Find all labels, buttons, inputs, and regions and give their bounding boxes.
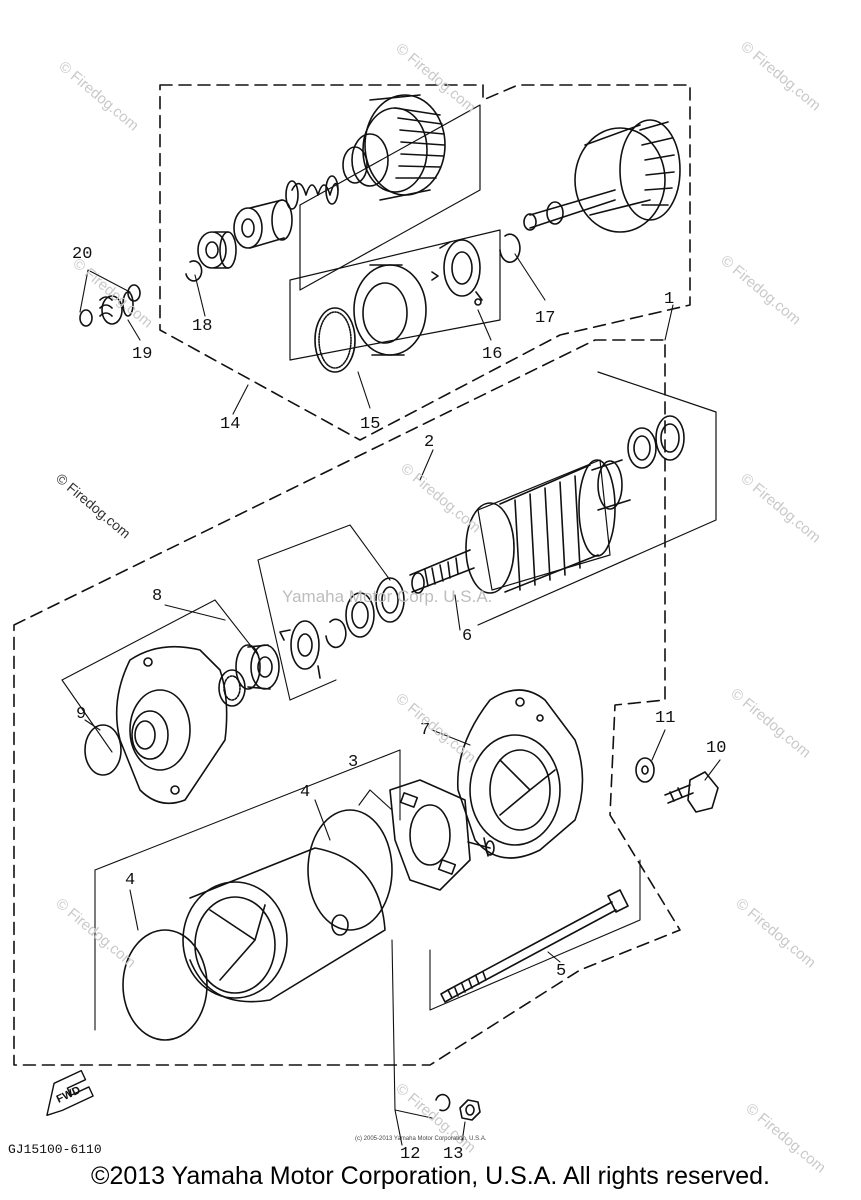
firedog-stamp: © Firedog.com bbox=[53, 470, 134, 541]
callout-6: 6 bbox=[462, 627, 472, 646]
callout-20: 20 bbox=[72, 245, 92, 264]
watermark-firedog: © Firedog.com bbox=[737, 470, 823, 546]
washer-top-b bbox=[655, 415, 685, 461]
watermark-firedog: © Firedog.com bbox=[392, 690, 478, 766]
group-frame-upper bbox=[299, 104, 481, 291]
callout-15: 15 bbox=[360, 415, 380, 434]
fine-print: (c) 2005-2013 Yamaha Motor Corporation, … bbox=[355, 1136, 487, 1142]
callout-9: 9 bbox=[76, 705, 86, 724]
front-cover bbox=[115, 645, 228, 805]
circlip-18 bbox=[185, 260, 203, 282]
internal-gear bbox=[353, 264, 427, 356]
bearing bbox=[218, 644, 280, 707]
group-frame-upper2 bbox=[289, 229, 501, 361]
watermark-firedog: © Firedog.com bbox=[732, 895, 818, 971]
washer-top-a bbox=[627, 427, 657, 469]
o-ring-9 bbox=[84, 724, 122, 776]
copyright-notice: ©2013 Yamaha Motor Corporation, U.S.A. A… bbox=[91, 1162, 770, 1190]
callout-12: 12 bbox=[400, 1145, 420, 1164]
washer-11 bbox=[635, 757, 655, 783]
callout-19: 19 bbox=[132, 345, 152, 364]
group-frame-armature bbox=[477, 371, 717, 626]
spring bbox=[285, 175, 339, 210]
o-ring-4-right bbox=[307, 809, 393, 931]
watermark-firedog: © Firedog.com bbox=[717, 252, 803, 328]
group-frame-yoke bbox=[94, 749, 401, 1031]
o-ring-4-left bbox=[122, 929, 208, 1041]
washer-20b bbox=[127, 284, 141, 302]
pinion-gear bbox=[342, 94, 446, 201]
shim-stack bbox=[279, 577, 405, 679]
bracket-20 bbox=[79, 269, 131, 313]
ring-15 bbox=[314, 307, 356, 373]
bolt-10 bbox=[664, 771, 719, 813]
watermark-firedog: © Firedog.com bbox=[69, 255, 155, 331]
armature bbox=[409, 459, 631, 594]
washer-11-inner bbox=[641, 765, 649, 775]
callout-18: 18 bbox=[192, 317, 212, 336]
fwd-arrow-icon bbox=[46, 1069, 94, 1117]
group-frame-bolt bbox=[429, 859, 641, 1011]
washer-top-b-inner bbox=[660, 423, 680, 453]
washer-top-a-inner bbox=[633, 435, 651, 461]
yoke bbox=[182, 847, 386, 1003]
circlip-17 bbox=[499, 233, 521, 263]
leader-lines bbox=[84, 253, 721, 1146]
callout-8: 8 bbox=[152, 587, 162, 606]
watermark-firedog: © Firedog.com bbox=[727, 685, 813, 761]
through-bolt bbox=[440, 889, 629, 1003]
drawing-code: GJ15100-6110 bbox=[8, 1142, 102, 1157]
callout-3: 3 bbox=[348, 753, 358, 772]
brush-holder bbox=[389, 779, 495, 891]
planet-carrier-shaft bbox=[523, 119, 681, 233]
group-frame-front bbox=[61, 599, 259, 753]
callout-10: 10 bbox=[706, 739, 726, 758]
callout-2: 2 bbox=[424, 433, 434, 452]
collar bbox=[233, 199, 293, 249]
callout-17: 17 bbox=[535, 309, 555, 328]
callout-4a: 4 bbox=[300, 783, 310, 802]
assembly-14-outline bbox=[159, 84, 691, 441]
callout-13: 13 bbox=[443, 1145, 463, 1164]
lock-plate-16 bbox=[431, 239, 483, 306]
callout-14: 14 bbox=[220, 415, 240, 434]
watermark-yamaha: Yamaha Motor Corp. U.S.A. bbox=[282, 587, 492, 606]
callout-4b: 4 bbox=[125, 871, 135, 890]
washer-20a bbox=[79, 309, 93, 327]
assembly-1-outline bbox=[13, 339, 681, 1066]
watermark-firedog: © Firedog.com bbox=[737, 38, 823, 114]
callout-16: 16 bbox=[482, 345, 502, 364]
rear-cover bbox=[456, 689, 584, 859]
group-frame-shims bbox=[257, 524, 391, 701]
watermark-firedog: © Firedog.com bbox=[392, 40, 478, 116]
nut-13 bbox=[459, 1099, 481, 1121]
callout-7: 7 bbox=[420, 721, 430, 740]
circlip-12 bbox=[435, 1093, 451, 1112]
callout-1: 1 bbox=[664, 290, 674, 309]
watermark-firedog: © Firedog.com bbox=[55, 58, 141, 134]
washer bbox=[197, 231, 237, 269]
callout-11: 11 bbox=[655, 709, 675, 728]
watermark-firedog: © Firedog.com bbox=[397, 460, 483, 536]
callout-5: 5 bbox=[556, 962, 566, 981]
watermark-firedog: © Firedog.com bbox=[52, 895, 138, 971]
